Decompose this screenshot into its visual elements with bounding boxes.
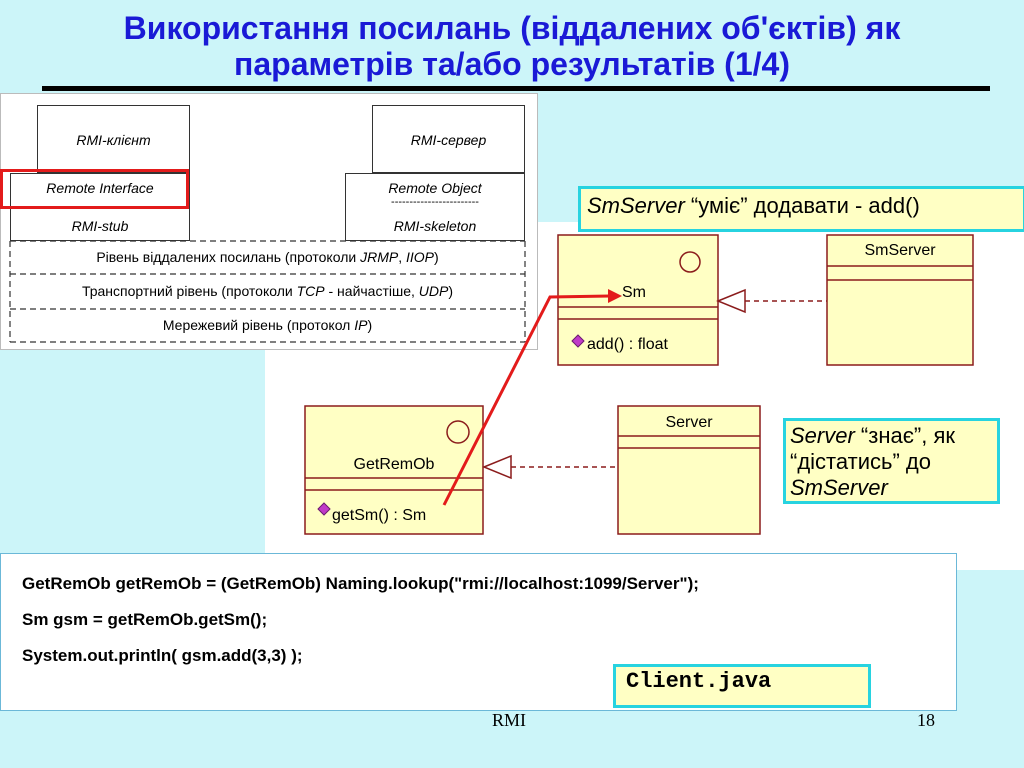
server-callout-target: SmServer: [790, 475, 888, 500]
add-method-marker: [571, 334, 585, 348]
server-class-box: [617, 405, 761, 535]
ip-label: IP: [354, 317, 368, 333]
smserver-callout-name: SmServer: [587, 193, 685, 218]
network-layer: Мережевий рівень (протокол IP): [10, 317, 525, 333]
smserver-callout: SmServer “уміє” додавати - add(): [578, 186, 1024, 232]
code-line-3: System.out.println( gsm.add(3,3) );: [22, 646, 303, 665]
title-divider: [42, 86, 990, 91]
reference-arrow-line: [442, 294, 611, 506]
footer-label: RMI: [492, 710, 527, 730]
slide-title: Використання посилань (віддалених об'єкт…: [0, 10, 1024, 82]
sm-class-name: Sm: [622, 284, 646, 301]
rmi-stub-label: RMI-stub: [71, 218, 129, 234]
ref-layer-text: Рівень віддалених посилань (протоколи: [96, 249, 361, 265]
code-line-2: Sm gsm = getRemOb.getSm();: [22, 610, 268, 629]
transport-layer: Транспортний рівень (протоколи TCP - най…: [10, 283, 525, 299]
getremob-interface-icon: [446, 420, 470, 444]
uml-diagram: [304, 234, 974, 535]
ref-layer-sep: ,: [398, 249, 406, 265]
getremob-class-name: GetRemOb: [353, 456, 435, 473]
rmi-client-label: RMI-клієнт: [76, 132, 151, 148]
sm-realization-arrowhead: [716, 288, 746, 314]
rmi-server-label: RMI-сервер: [410, 132, 487, 148]
transport-layer-mid: - найчастіше,: [324, 283, 419, 299]
dash-separator: ------------------------: [391, 196, 479, 208]
server-callout-text-2: “дістатись” до: [790, 449, 931, 474]
client-java-label: Client.java: [613, 664, 871, 708]
transport-layer-end: ): [448, 283, 454, 299]
title-line-1: Використання посилань (віддалених об'єкт…: [123, 10, 901, 46]
network-layer-end: ): [367, 317, 373, 333]
client-java-filename: Client.java: [626, 669, 772, 694]
rmi-server-box: RMI-сервер: [372, 105, 525, 173]
remote-reference-layer: Рівень віддалених посилань (протоколи JR…: [10, 249, 525, 265]
smserver-class-box: [826, 234, 974, 366]
ref-layer-end: ): [434, 249, 439, 265]
sm-interface-icon: [679, 251, 701, 273]
smserver-callout-text: “уміє” додавати - add(): [684, 193, 920, 218]
transport-layer-text: Транспортний рівень (протоколи: [81, 283, 297, 299]
server-callout-text-1: “знає”, як: [854, 423, 956, 448]
server-object-box: Remote Object ------------------------ R…: [345, 173, 525, 241]
page-number: 18: [917, 710, 935, 730]
rmi-skeleton-label: RMI-skeleton: [393, 218, 477, 234]
jrmp-label: JRMP: [360, 249, 399, 265]
network-layer-text: Мережевий рівень (протокол: [162, 317, 355, 333]
getremob-getsm-method: getSm() : Sm: [332, 507, 427, 524]
udp-label: UDP: [418, 283, 449, 299]
server-callout-name: Server: [790, 423, 855, 448]
protocol-layers-frame: [9, 240, 526, 343]
remote-interface-highlight: [0, 169, 189, 209]
getsm-method-marker: [317, 502, 331, 516]
rmi-client-box: RMI-клієнт: [37, 105, 190, 173]
title-line-2: параметрів та/або результатів (1/4): [234, 46, 790, 82]
tcp-label: TCP: [296, 283, 325, 299]
sm-add-method: add() : float: [587, 336, 668, 353]
server-class-name: Server: [665, 414, 713, 431]
server-callout: Server “знає”, як “дістатись” до SmServe…: [783, 418, 1000, 504]
remote-object-label: Remote Object: [388, 180, 482, 196]
getremob-realization-arrowhead: [482, 454, 512, 480]
reference-arrowhead: [608, 289, 622, 303]
iiop-label: IIOP: [405, 249, 434, 265]
remote-interface-label: Remote Interface: [46, 180, 154, 196]
code-line-1: GetRemOb getRemOb = (GetRemOb) Naming.lo…: [22, 574, 699, 593]
smserver-class-name: SmServer: [864, 242, 936, 259]
